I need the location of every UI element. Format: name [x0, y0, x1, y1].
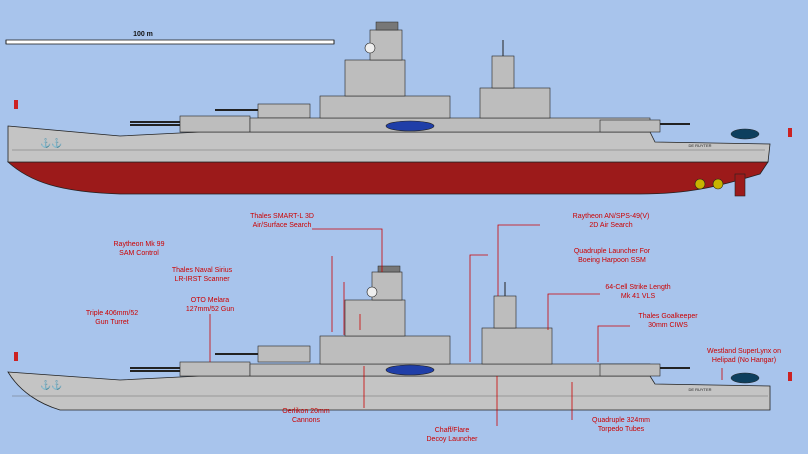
svg-text:OTO Melara: OTO Melara — [191, 297, 229, 304]
svg-text:Torpedo Tubes: Torpedo Tubes — [598, 426, 645, 433]
svg-text:SAM Control: SAM Control — [119, 250, 159, 257]
callout-vls: 64-Cell Strike Length Mk 41 VLS — [605, 284, 670, 300]
svg-text:Cannons: Cannons — [292, 417, 321, 424]
svg-text:2D Air Search: 2D Air Search — [589, 222, 632, 229]
callout-goalkeeper: Thales Goalkeeper 30mm CIWS — [638, 313, 698, 329]
svg-text:⚓⚓: ⚓⚓ — [40, 379, 62, 390]
callout-sirius: Thales Naval Sirius LR-IRST Scanner — [172, 267, 233, 283]
callout-harpoon: Quadruple Launcher For Boeing Harpoon SS… — [574, 248, 651, 264]
callout-chaff: Chaff/Flare Decoy Launcher — [427, 427, 479, 443]
callout-torpedo: Quadruple 324mm Torpedo Tubes — [592, 417, 650, 433]
svg-text:Raytheon AN/SPS-49(V): Raytheon AN/SPS-49(V) — [573, 213, 650, 220]
svg-text:Boeing Harpoon SSM: Boeing Harpoon SSM — [578, 257, 646, 264]
ship-profile-top: ⚓⚓ — [6, 21, 792, 197]
callout-turret: Triple 406mm/52 Gun Turret — [86, 310, 138, 326]
svg-text:LR-IRST Scanner: LR-IRST Scanner — [174, 276, 230, 283]
svg-text:64-Cell Strike Length: 64-Cell Strike Length — [605, 284, 670, 291]
svg-text:Chaff/Flare: Chaff/Flare — [435, 427, 470, 434]
svg-text:30mm CIWS: 30mm CIWS — [648, 322, 688, 329]
callout-mk99: Raytheon Mk 99 SAM Control — [114, 241, 165, 257]
svg-text:Thales Naval Sirius: Thales Naval Sirius — [172, 267, 233, 274]
svg-text:127mm/52 Gun: 127mm/52 Gun — [186, 306, 234, 313]
svg-text:Raytheon Mk 99: Raytheon Mk 99 — [114, 241, 165, 248]
svg-text:Quadruple 324mm: Quadruple 324mm — [592, 417, 650, 424]
svg-text:Triple 406mm/52: Triple 406mm/52 — [86, 310, 138, 317]
callout-melara: OTO Melara 127mm/52 Gun — [186, 297, 234, 313]
svg-text:⚓⚓: ⚓⚓ — [40, 137, 62, 148]
svg-text:Thales Goalkeeper: Thales Goalkeeper — [638, 313, 698, 320]
ship-profile-bottom: ⚓⚓ — [7, 265, 792, 411]
scale-bar — [5, 39, 335, 45]
svg-text:Westland SuperLynx on: Westland SuperLynx on — [707, 348, 781, 355]
svg-text:Thales SMART-L 3D: Thales SMART-L 3D — [250, 213, 314, 220]
svg-text:Oerlikon 20mm: Oerlikon 20mm — [282, 408, 330, 415]
svg-text:Mk 41 VLS: Mk 41 VLS — [621, 293, 656, 300]
svg-text:Gun Turret: Gun Turret — [95, 319, 129, 326]
callout-sps49: Raytheon AN/SPS-49(V) 2D Air Search — [573, 213, 650, 229]
svg-text:Quadruple Launcher For: Quadruple Launcher For — [574, 248, 651, 255]
callout-leaders — [209, 224, 723, 426]
callout-lynx: Westland SuperLynx on Helipad (No Hangar… — [707, 348, 781, 364]
svg-text:Air/Surface Search: Air/Surface Search — [253, 222, 312, 229]
ship-name-bottom: DE RUYTER — [688, 387, 711, 392]
svg-text:Helipad (No Hangar): Helipad (No Hangar) — [712, 357, 776, 364]
scale-bar-label: 100 m — [133, 31, 153, 38]
callout-smart-l: Thales SMART-L 3D Air/Surface Search — [250, 213, 314, 229]
callout-oerlikon: Oerlikon 20mm Cannons — [282, 408, 330, 424]
svg-text:Decoy Launcher: Decoy Launcher — [427, 436, 479, 443]
ship-name-top: DE RUYTER — [688, 143, 711, 148]
